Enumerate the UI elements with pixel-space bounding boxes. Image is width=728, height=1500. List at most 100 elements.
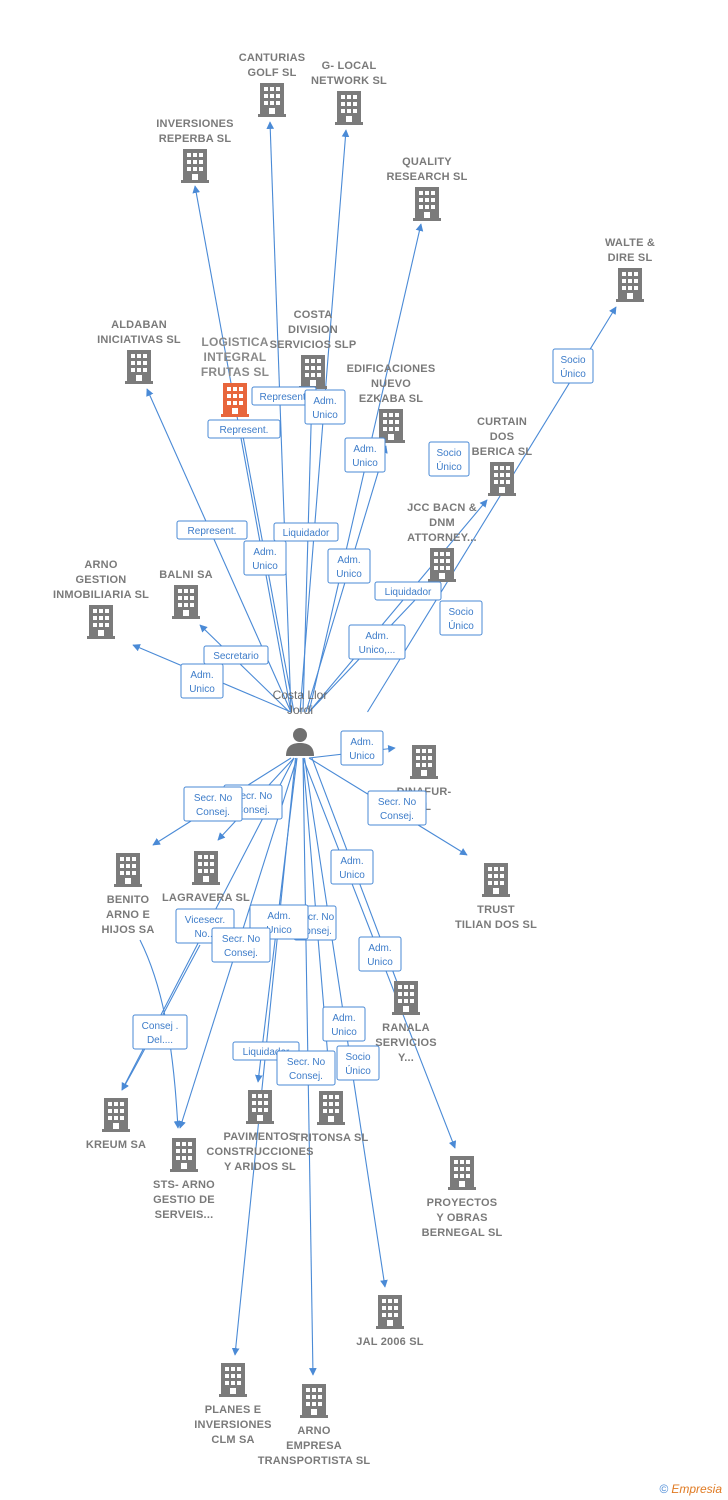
company-name-line: INTEGRAL — [204, 350, 267, 364]
relation-label-r8[interactable]: Liquidador — [273, 522, 339, 542]
relation-text: Vicesecr. — [185, 915, 225, 926]
relation-label-r9[interactable]: Adm.Unico — [243, 540, 287, 576]
relation-label-r3[interactable]: Adm.Unico — [304, 389, 346, 425]
company-name-line: GOLF SL — [247, 67, 296, 79]
relation-label-r7[interactable]: Represent. — [176, 520, 248, 540]
relation-text: Secretario — [213, 651, 259, 662]
building-icon — [410, 745, 438, 779]
relation-text: Adm. — [190, 670, 213, 681]
company-name-line: G- LOCAL — [322, 60, 377, 72]
relation-label-r4[interactable]: Adm.Unico — [344, 437, 386, 473]
relation-text: Secr. No — [194, 793, 233, 804]
relation-label-r25[interactable]: Adm.Unico — [358, 936, 402, 972]
company-name-line: JCC BACN & — [407, 502, 477, 514]
building-icon — [392, 981, 420, 1015]
company-name-line: TRITONSA SL — [294, 1132, 369, 1144]
relation-label-r10[interactable]: Adm.Unico — [327, 548, 371, 584]
company-name-line: BERNEGAL SL — [422, 1227, 503, 1239]
company-name-line: CANTURIAS — [239, 52, 306, 64]
relation-text: Único — [436, 460, 462, 473]
relation-text: Consej. — [289, 1071, 323, 1082]
relation-label-r27[interactable]: Adm.Unico — [322, 1006, 366, 1042]
company-node-jcc[interactable]: JCC BACN &DNMATTORNEY... — [407, 502, 477, 582]
relation-label-r26[interactable]: Consej .Del.... — [132, 1014, 188, 1050]
company-node-walte[interactable]: WALTE &DIRE SL — [605, 237, 655, 302]
person-name-line: Costa Llor — [273, 688, 328, 702]
relation-text: Adm. — [365, 631, 388, 642]
relation-label-r13[interactable]: Adm. Unico,... — [348, 624, 406, 660]
company-name-line: KREUM SA — [86, 1139, 146, 1151]
company-node-lagravera[interactable]: LAGRAVERA SL — [162, 851, 250, 904]
building-icon — [300, 1384, 328, 1418]
relation-text: Único — [448, 619, 474, 632]
edge-canturias — [266, 121, 292, 713]
company-node-jal[interactable]: JAL 2006 SL — [356, 1295, 424, 1348]
building-icon — [317, 1091, 345, 1125]
relations-layer: Represent.Represent.Adm.UnicoAdm.UnicoSo… — [132, 348, 594, 1086]
company-name-line: ALDABAN — [111, 319, 167, 331]
company-node-balni[interactable]: BALNI SA — [159, 569, 213, 619]
relation-label-r2[interactable]: Represent. — [207, 419, 281, 439]
relation-text: Adm. — [353, 444, 376, 455]
relation-label-r16[interactable]: Adm.Unico — [340, 730, 384, 766]
building-icon — [125, 350, 153, 384]
relation-label-r11[interactable]: Liquidador — [374, 581, 442, 601]
company-name-line: REPERBA SL — [159, 133, 232, 145]
edge-balni — [199, 624, 290, 713]
footer-brand[interactable]: ©Empresia — [659, 1482, 722, 1496]
relation-text: Adm. — [368, 943, 391, 954]
edge-costadiv — [302, 391, 316, 713]
relation-text: Adm. — [350, 737, 373, 748]
company-node-canturias[interactable]: CANTURIAS GOLF SL — [239, 52, 306, 117]
relation-label-r1[interactable]: Represent. — [251, 386, 317, 406]
relation-label-r15[interactable]: Adm.Unico — [180, 663, 224, 699]
relation-text: Represent. — [220, 425, 269, 436]
company-name-line: EDIFICACIONES — [347, 363, 436, 375]
building-icon — [246, 1090, 274, 1124]
company-name-line: PAVIMENTOS — [224, 1131, 297, 1143]
relation-text: Unico — [336, 569, 362, 580]
company-node-tritonsa[interactable]: TRITONSA SL — [294, 1091, 369, 1144]
relation-text: Consej. — [298, 926, 332, 937]
building-icon — [258, 83, 286, 117]
relation-label-r14[interactable]: Secretario — [203, 645, 269, 665]
company-name-line: TRUST — [477, 904, 515, 916]
company-node-ranala[interactable]: RANALASERVICIOSY... — [375, 981, 437, 1064]
relation-label-r20[interactable]: Adm.Unico — [330, 849, 374, 885]
company-name-line: BENITO — [107, 894, 150, 906]
relation-text: Unico,... — [359, 645, 396, 656]
company-name-line: DNM — [429, 517, 455, 529]
company-node-kreum[interactable]: KREUM SA — [86, 1098, 146, 1151]
company-name-line: LAGRAVERA SL — [162, 892, 250, 904]
edge-curtain — [308, 499, 488, 713]
company-name-line: STS- ARNO — [153, 1179, 215, 1191]
company-name-line: SERVICIOS SLP — [270, 339, 357, 351]
relation-text: Unico — [312, 410, 338, 421]
